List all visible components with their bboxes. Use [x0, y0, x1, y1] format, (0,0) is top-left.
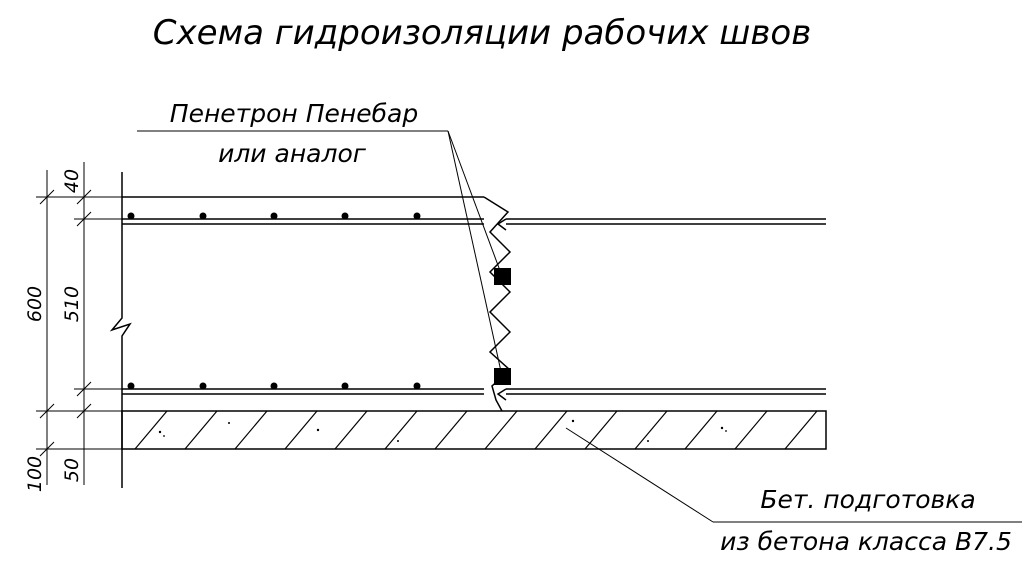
base-hatching [134, 410, 818, 450]
waterstop-leader [137, 130, 503, 377]
rebar-dot [127, 212, 135, 220]
rebar-dot [199, 382, 207, 390]
rebar-dot [127, 382, 135, 390]
joint-right-break-2 [496, 388, 507, 401]
waterstop-callout-line1: Пенетрон Пенебар [170, 99, 418, 128]
left-break-line [109, 172, 132, 488]
dimension-510: 510 [61, 286, 83, 322]
rebar-dot [270, 212, 278, 220]
rebar-dot [341, 382, 349, 390]
rebar-dot [199, 212, 207, 220]
construction-joint-line [483, 196, 512, 412]
slab-section [109, 172, 826, 488]
base-callout-line1: Бет. подготовка [760, 485, 975, 514]
diagram-title: Схема гидроизоляции рабочих швов [153, 13, 812, 53]
concrete-base-layer [121, 410, 827, 450]
dimension-40: 40 [61, 169, 83, 193]
waterstop-profile-upper [494, 268, 511, 285]
dimension-100: 100 [24, 456, 46, 492]
rebar-dot [270, 382, 278, 390]
dimension-50: 50 [61, 458, 83, 482]
dimension-600: 600 [24, 286, 46, 322]
rebar-dot [413, 382, 421, 390]
rebar-dot [413, 212, 421, 220]
dimension-lines [36, 162, 122, 485]
waterstop-callout-line2: или аналог [218, 139, 367, 168]
base-callout-line2: из бетона класса B7.5 [720, 527, 1012, 556]
joint-right-break [496, 218, 507, 231]
rebar-dots [127, 212, 421, 390]
base-leader [565, 427, 1022, 523]
waterstop-profile-lower [494, 368, 511, 385]
rebar-dot [341, 212, 349, 220]
